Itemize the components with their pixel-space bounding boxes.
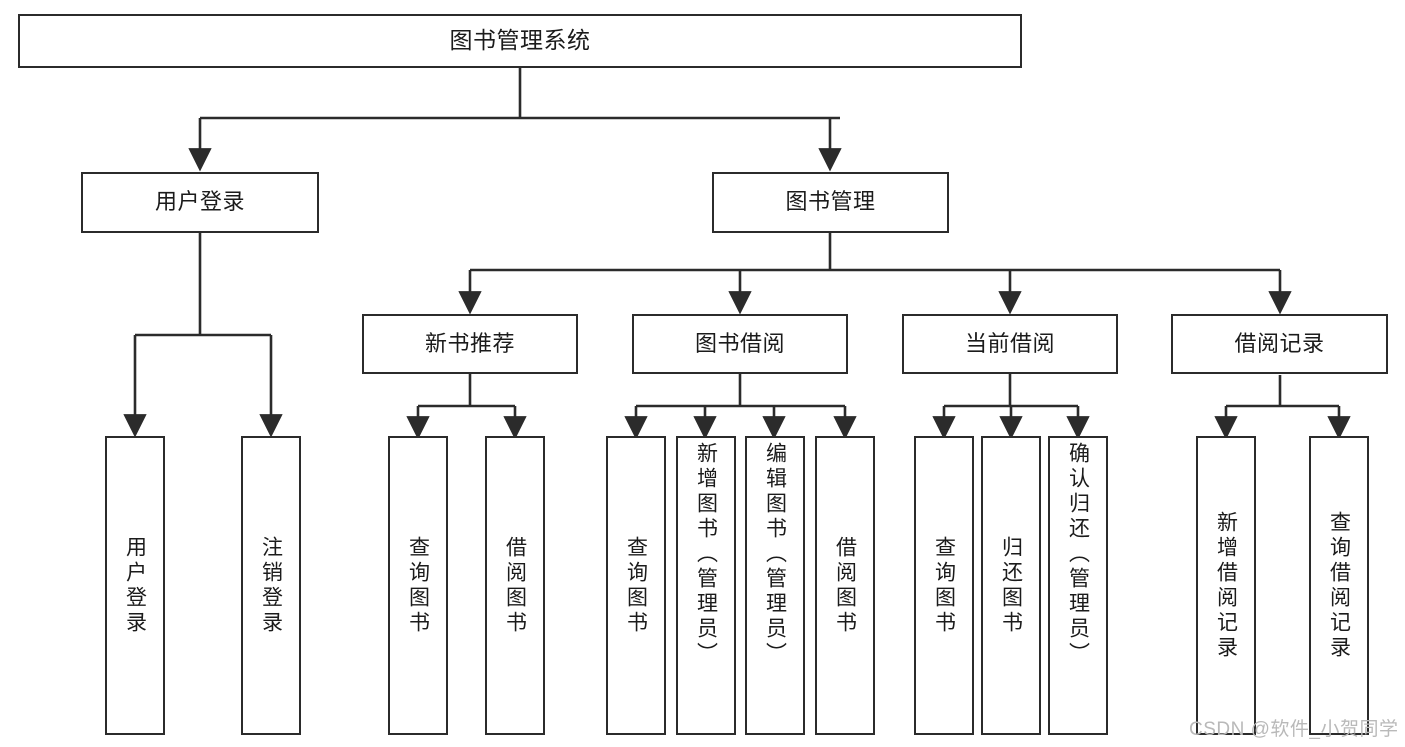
leaf-add-borrow-record[interactable]: 新增借阅记录 — [1196, 436, 1256, 735]
node-label: 图书管理系统 — [449, 27, 591, 54]
leaf-query-borrow-record[interactable]: 查询借阅记录 — [1309, 436, 1369, 735]
node-borrow-record[interactable]: 借阅记录 — [1171, 314, 1388, 374]
node-label: 查询图书 — [624, 535, 648, 636]
node-root-book-management-system[interactable]: 图书管理系统 — [18, 14, 1022, 68]
node-label: 新书推荐 — [424, 330, 515, 356]
node-label: 借阅图书 — [833, 535, 857, 636]
leaf-query-book-recommend[interactable]: 查询图书 — [388, 436, 448, 735]
node-label: 查询图书 — [406, 535, 430, 636]
node-label: 图书管理 — [785, 189, 876, 215]
leaf-confirm-return-admin[interactable]: 确认归还（管理员） — [1048, 436, 1108, 735]
node-label: 新增图书（管理员） — [694, 442, 718, 667]
node-label: 查询图书 — [932, 535, 956, 636]
leaf-borrow-book-recommend[interactable]: 借阅图书 — [485, 436, 545, 735]
leaf-borrow-book-borrow[interactable]: 借阅图书 — [815, 436, 875, 735]
node-label: 用户登录 — [154, 189, 245, 215]
node-book-manage[interactable]: 图书管理 — [712, 172, 949, 233]
node-label: 用户登录 — [123, 535, 147, 636]
node-label: 注销登录 — [259, 535, 283, 636]
leaf-query-book-borrow[interactable]: 查询图书 — [606, 436, 666, 735]
leaf-logout-login[interactable]: 注销登录 — [241, 436, 301, 735]
leaf-query-book-current[interactable]: 查询图书 — [914, 436, 974, 735]
node-label: 查询借阅记录 — [1327, 510, 1351, 661]
leaf-add-book-admin[interactable]: 新增图书（管理员） — [676, 436, 736, 735]
node-current-borrow[interactable]: 当前借阅 — [902, 314, 1118, 374]
node-label: 新增借阅记录 — [1214, 510, 1238, 661]
node-label: 借阅记录 — [1234, 330, 1325, 356]
node-label: 确认归还（管理员） — [1066, 442, 1090, 667]
leaf-edit-book-admin[interactable]: 编辑图书（管理员） — [745, 436, 805, 735]
node-label: 借阅图书 — [503, 535, 527, 636]
node-book-borrow[interactable]: 图书借阅 — [632, 314, 848, 374]
node-label: 归还图书 — [999, 535, 1023, 636]
leaf-user-login[interactable]: 用户登录 — [105, 436, 165, 735]
node-label: 图书借阅 — [694, 330, 785, 356]
leaf-return-book[interactable]: 归还图书 — [981, 436, 1041, 735]
watermark-text: CSDN @软件_小贺同学 — [1189, 719, 1399, 740]
node-label: 编辑图书（管理员） — [763, 442, 787, 667]
node-user-login[interactable]: 用户登录 — [81, 172, 319, 233]
node-new-book-recommend[interactable]: 新书推荐 — [362, 314, 578, 374]
node-label: 当前借阅 — [964, 330, 1055, 356]
